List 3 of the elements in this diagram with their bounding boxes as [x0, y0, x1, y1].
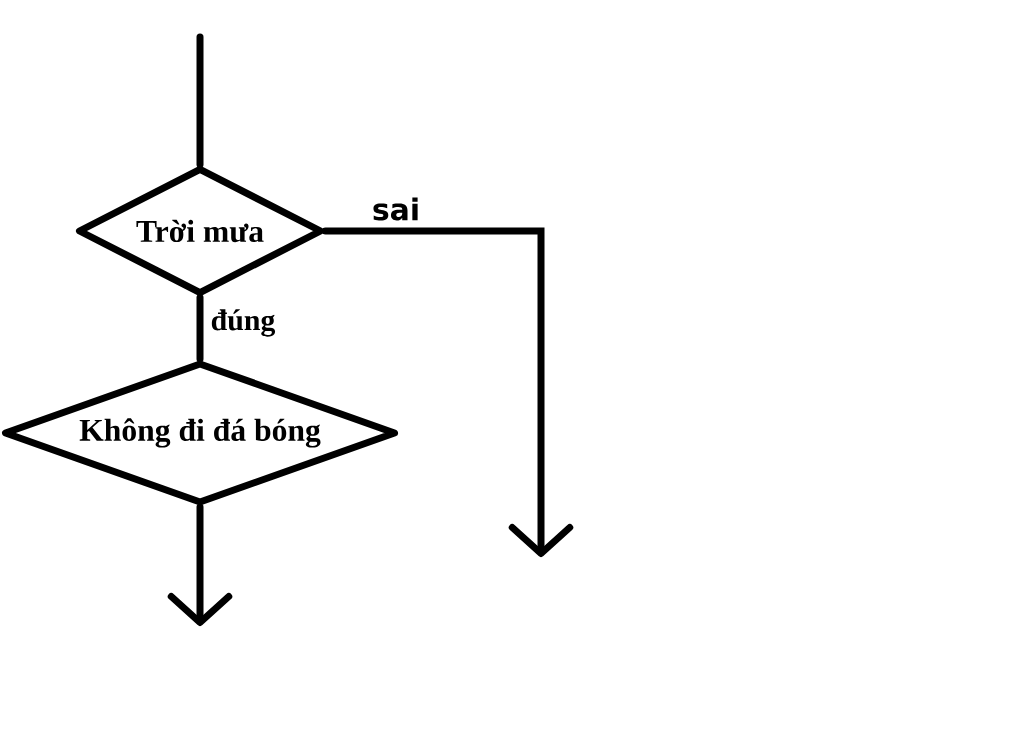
edge-label: sai: [370, 195, 422, 223]
edge-label: đúng: [208, 307, 278, 339]
arrow: [322, 227, 574, 557]
